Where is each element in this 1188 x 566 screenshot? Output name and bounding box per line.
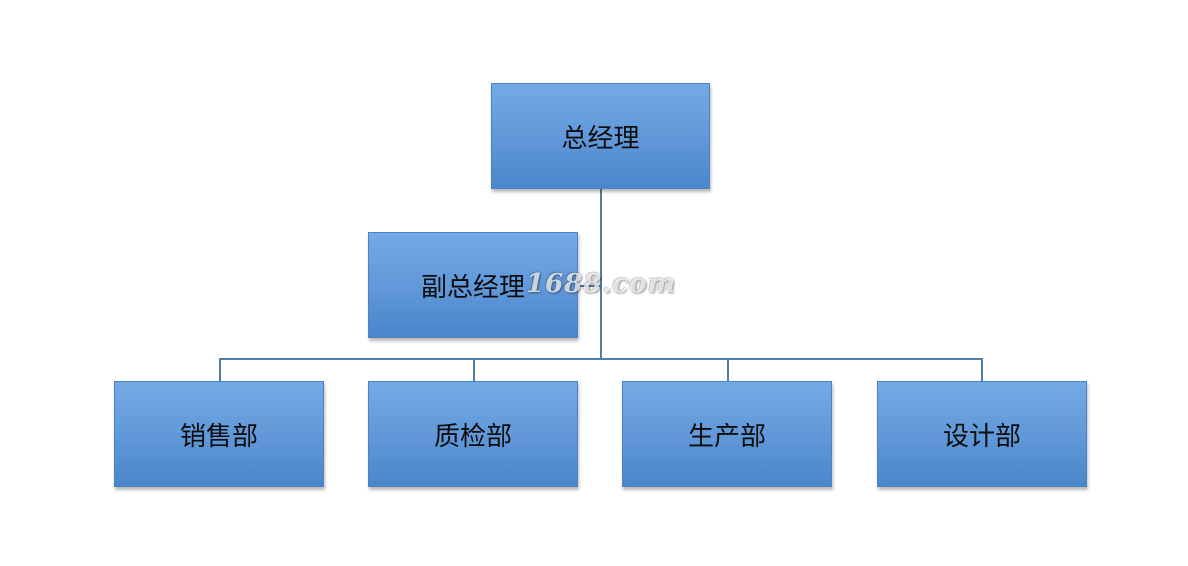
connector-dept-2	[473, 358, 475, 382]
node-quality[interactable]: 质检部	[368, 381, 578, 487]
connector-dept-4	[981, 358, 983, 382]
connector-assistant	[578, 285, 601, 287]
node-label: 副总经理	[420, 272, 525, 303]
node-label: 总经理	[561, 123, 640, 154]
connector-dept-1	[219, 358, 221, 382]
connector-top-vertical	[600, 189, 602, 359]
node-general-manager[interactable]: 总经理	[491, 83, 710, 189]
node-design[interactable]: 设计部	[877, 381, 1087, 487]
node-label: 质检部	[433, 421, 512, 452]
node-label: 生产部	[687, 421, 766, 452]
node-production[interactable]: 生产部	[622, 381, 832, 487]
connector-dept-3	[727, 358, 729, 382]
node-sales[interactable]: 销售部	[114, 381, 324, 487]
node-label: 设计部	[942, 421, 1021, 452]
node-label: 销售部	[179, 421, 258, 452]
connector-horizontal-bus	[219, 358, 983, 360]
node-deputy-manager[interactable]: 副总经理	[368, 232, 578, 338]
